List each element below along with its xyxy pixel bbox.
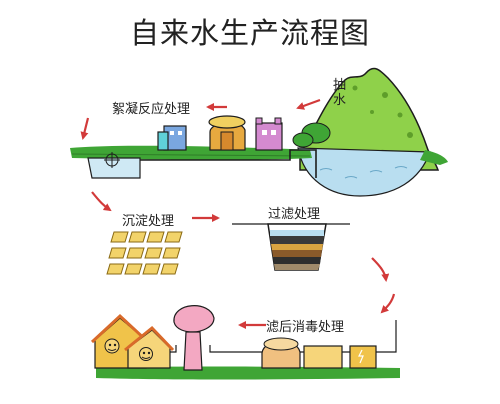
ground-bottom bbox=[96, 366, 400, 380]
label-flocculation: 絮凝反应处理 bbox=[112, 102, 191, 117]
hill-bushes bbox=[292, 122, 331, 148]
houses bbox=[90, 313, 175, 369]
reservoir bbox=[297, 147, 431, 197]
page-title: 自来水生产流程图 bbox=[129, 16, 370, 50]
label-filtration: 过滤处理 bbox=[268, 207, 321, 222]
arrow-down-right-2 bbox=[380, 293, 396, 314]
arrow-to-tank bbox=[80, 117, 90, 140]
label-pump: 抽水 bbox=[333, 78, 347, 108]
arrow-pump-to-plant bbox=[296, 98, 321, 110]
filtration-tank bbox=[232, 223, 350, 271]
label-sedimentation: 沉淀处理 bbox=[122, 214, 175, 229]
arrow-down-right bbox=[371, 257, 390, 282]
pump-pipe bbox=[140, 149, 317, 178]
disinfection-plant bbox=[261, 337, 377, 369]
flocculation-tank bbox=[87, 152, 141, 179]
top-buildings bbox=[157, 115, 283, 151]
sedimentation-tanks bbox=[106, 231, 183, 275]
arrow-to-sedimentation bbox=[91, 191, 112, 212]
water-tower bbox=[173, 305, 215, 371]
label-disinfection: 滤后消毒处理 bbox=[266, 320, 345, 335]
